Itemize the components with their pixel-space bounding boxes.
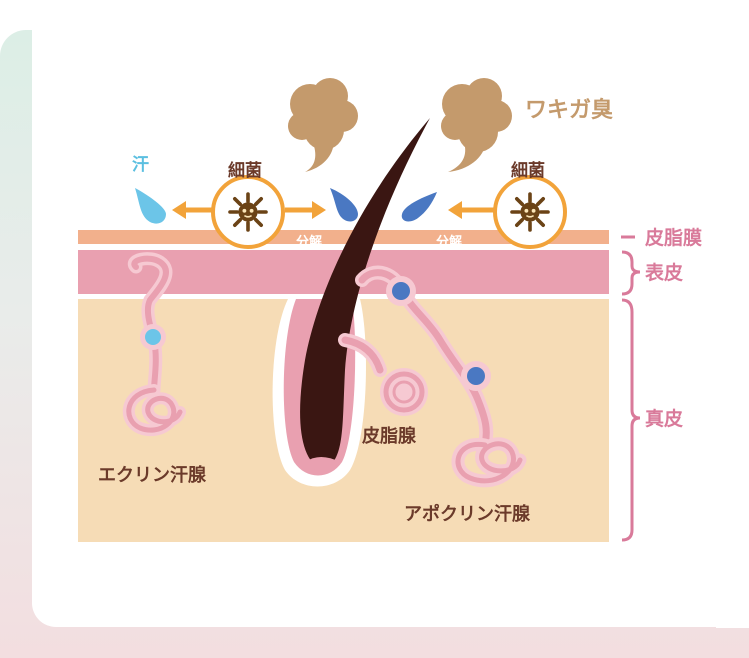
eccrine-gland-shape bbox=[122, 252, 186, 437]
odor-label: ワキガ臭 bbox=[525, 97, 613, 123]
dermis-label: 真皮 bbox=[645, 407, 683, 430]
sweat-drop-center bbox=[330, 188, 358, 222]
dermis-brace bbox=[621, 298, 641, 542]
decompose-right-label: 分解 bbox=[436, 234, 462, 250]
hair-bulb bbox=[305, 457, 340, 472]
sebaceous-gland-label: 皮脂腺 bbox=[362, 425, 417, 447]
bacteria-right-label: 細菌 bbox=[511, 160, 545, 181]
arrow-center bbox=[285, 201, 326, 219]
arrow-left bbox=[172, 201, 212, 219]
bacteria-left-label: 細菌 bbox=[228, 160, 262, 181]
sebaceous-gland-shape bbox=[338, 333, 428, 416]
card-right-edge bbox=[716, 30, 749, 628]
odor-cloud-left bbox=[288, 78, 358, 172]
decompose-left-label: 分解 bbox=[296, 234, 322, 250]
arrow-right bbox=[448, 201, 494, 219]
epidermis-label: 表皮 bbox=[645, 261, 683, 284]
sweat-label: 汗 bbox=[132, 154, 149, 175]
hair-shaft bbox=[300, 118, 430, 470]
sweat-drop-right bbox=[401, 192, 437, 222]
sebum-film-layer bbox=[78, 230, 609, 244]
apocrine-gland-label: アポクリン汗腺 bbox=[404, 503, 531, 525]
odor-cloud-right bbox=[441, 78, 512, 172]
sweat-drop-left bbox=[135, 188, 166, 224]
sebum-film-label: 皮脂膜 bbox=[645, 226, 702, 249]
epidermis-brace bbox=[621, 250, 641, 296]
bacteria-left bbox=[211, 175, 285, 249]
apocrine-gland-shape bbox=[355, 265, 527, 488]
eccrine-gland-label: エクリン汗腺 bbox=[98, 464, 207, 486]
bacteria-right bbox=[493, 175, 567, 249]
